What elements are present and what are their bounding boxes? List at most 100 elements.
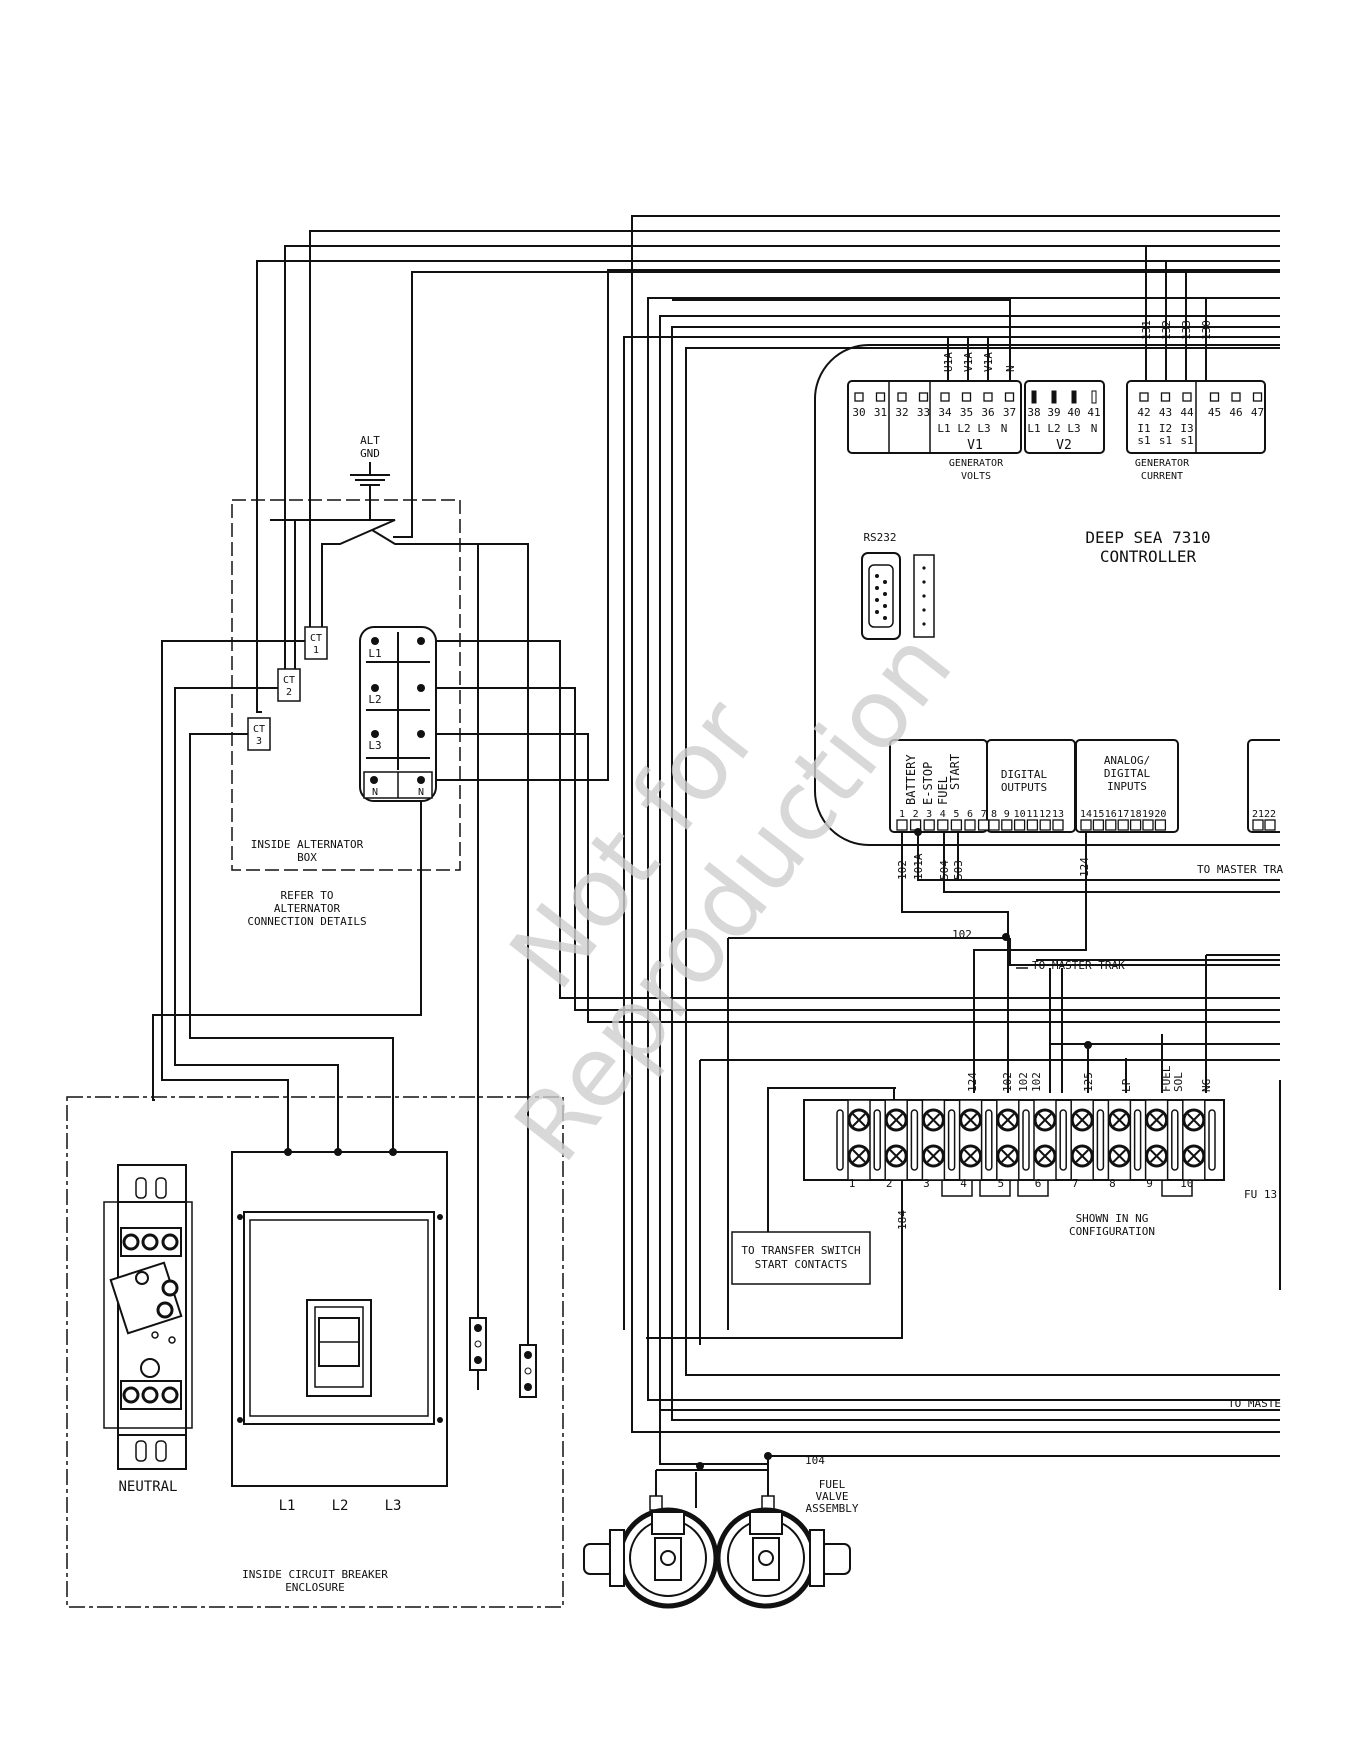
v2-terminal-40 (1071, 390, 1077, 404)
gen-volts-caption-2: VOLTS (961, 471, 991, 482)
current-wire-label-130: 130 (1200, 320, 1213, 340)
wire-104-label: 104 (805, 1454, 825, 1467)
digital-outputs-1: DIGITAL (1001, 768, 1048, 781)
lower-terminal-5 (950, 819, 963, 831)
gen-current-s-0: s1 (1137, 434, 1150, 447)
lower-terminal-20 (1154, 819, 1167, 831)
gen-volts-phase-L3: L3 (977, 422, 990, 435)
controller-title-2: CONTROLLER (1100, 547, 1197, 566)
ground-connector-1 (469, 1317, 487, 1371)
gen-volts-number-35: 35 (960, 406, 973, 419)
lower-number-10: 10 (1014, 809, 1026, 820)
ct3-label-1: CT (253, 724, 265, 735)
lower-wire-label-3: 503 (952, 860, 965, 880)
tb-number-2: 2 (886, 1177, 893, 1190)
current-wire-label-132: 132 (1160, 320, 1173, 340)
gen-current-number-44: 44 (1180, 406, 1194, 419)
v1-label: V1 (967, 438, 983, 453)
lower-terminal-3 (923, 819, 935, 831)
start-label: START (948, 754, 962, 790)
alt-term-l3: L3 (368, 739, 381, 752)
gen-volts-number-36: 36 (981, 406, 994, 419)
to-master-3: TO MASTE (1228, 1397, 1281, 1410)
rs232-port-icon (861, 552, 935, 640)
v2-number-39: 39 (1047, 406, 1060, 419)
alt-term-n2: N (418, 787, 424, 798)
ct1: CT 1 (304, 626, 328, 660)
gen-current-s-1: s1 (1159, 434, 1172, 447)
transfer-switch-2: START CONTACTS (755, 1258, 848, 1271)
lower-number-7: 7 (981, 809, 987, 820)
gen-current-i-2: I3 (1180, 422, 1193, 435)
to-master-trak-2: TO MASTER TRAK (1032, 959, 1125, 972)
circuit-breaker-enclosure: NEUTRAL L1 L2 L3 INSIDE CIRCUIT BREAKER … (66, 1096, 564, 1608)
wire-124-label: 124 (1078, 857, 1091, 877)
tb-divider (873, 1109, 881, 1171)
tb-wire-label-1: 102 (1001, 1072, 1014, 1092)
lower-terminal-4 (937, 819, 949, 831)
tb-screw-slot (1112, 1149, 1127, 1163)
gen-current-i-0: I1 (1137, 422, 1150, 435)
lower-terminal-12 (1039, 819, 1051, 831)
gen-current-number-47: 47 (1251, 406, 1264, 419)
lower-wire-label-0: 102 (896, 860, 909, 880)
ct3: CT 3 (247, 717, 271, 751)
tb-screw-slot (889, 1149, 903, 1163)
v2-number-41: 41 (1087, 406, 1100, 419)
refer-to-1: REFER TO (281, 889, 334, 902)
tb-divider (947, 1109, 956, 1171)
tb-wire-label-6: FUEL (1160, 1065, 1173, 1092)
breaker-l1: L1 (279, 1498, 296, 1514)
ct1-label-1: CT (310, 633, 322, 644)
tb-number-5: 5 (997, 1177, 1004, 1190)
alt-term-l2: L2 (368, 693, 381, 706)
gen-volts-number-34: 34 (938, 406, 952, 419)
tb-screw-slot (1038, 1149, 1052, 1163)
gen-current-terminal-46 (1231, 392, 1241, 402)
tb-screw-slot (1038, 1113, 1052, 1127)
gen-volts-caption-1: GENERATOR (949, 458, 1004, 469)
fuel-valve-assembly: 104 FUEL VALVE ASSEMBLY (583, 1452, 859, 1609)
volt-wire-label-1: V1A (962, 352, 975, 372)
tb-number-6: 6 (1035, 1177, 1042, 1190)
neutral-bar (103, 1164, 193, 1470)
lower-terminal-16 (1105, 819, 1117, 831)
terminal-21-block (1247, 739, 1280, 833)
ct3-label-2: 3 (256, 736, 262, 747)
tb-screw-slot (926, 1149, 941, 1163)
wire-102-label: 102 (952, 928, 972, 941)
tb-number-4: 4 (960, 1177, 967, 1190)
lower-terminal-6 (964, 819, 976, 831)
gen-current-number-46: 46 (1229, 406, 1242, 419)
gen-volts-terminal-32 (897, 392, 907, 402)
tb-screw-slot (889, 1113, 903, 1127)
volt-wire-label-0: U1A (942, 352, 955, 372)
analog-inputs-2: DIGITAL (1104, 767, 1151, 780)
tb-screw-slot (852, 1149, 866, 1163)
gen-current-caption-1: GENERATOR (1135, 458, 1190, 469)
lower-terminal-10 (1013, 819, 1026, 831)
v2-terminal-41 (1091, 390, 1097, 404)
lower-terminal-7 (977, 819, 990, 831)
tb-divider (1096, 1109, 1105, 1171)
v2-label: V2 (1056, 438, 1072, 453)
lower-terminal-22 (1264, 819, 1276, 831)
refer-to-2: ALTERNATOR (274, 902, 341, 915)
tb-divider (1133, 1109, 1142, 1171)
gen-volts-terminal-35 (961, 392, 972, 402)
gen-current-terminal-45 (1209, 392, 1220, 402)
ng-config-1: SHOWN IN NG (1076, 1212, 1149, 1225)
gen-current-caption-2: CURRENT (1141, 471, 1183, 482)
gen-volts-terminal-33 (918, 392, 929, 402)
v2-phase-L1: L1 (1027, 422, 1040, 435)
tb-divider (985, 1109, 993, 1171)
tb-screw-slot (926, 1113, 941, 1127)
fu13-label: FU 13 (1244, 1188, 1277, 1201)
lower-terminal-1 (896, 819, 908, 831)
ct2: CT 2 (277, 668, 301, 702)
gen-volts-terminal-36 (983, 392, 993, 402)
v2-phase-L3: L3 (1067, 422, 1080, 435)
fuel-valve-right (715, 1507, 851, 1609)
fuel-valve-caption-2: VALVE (815, 1490, 848, 1503)
